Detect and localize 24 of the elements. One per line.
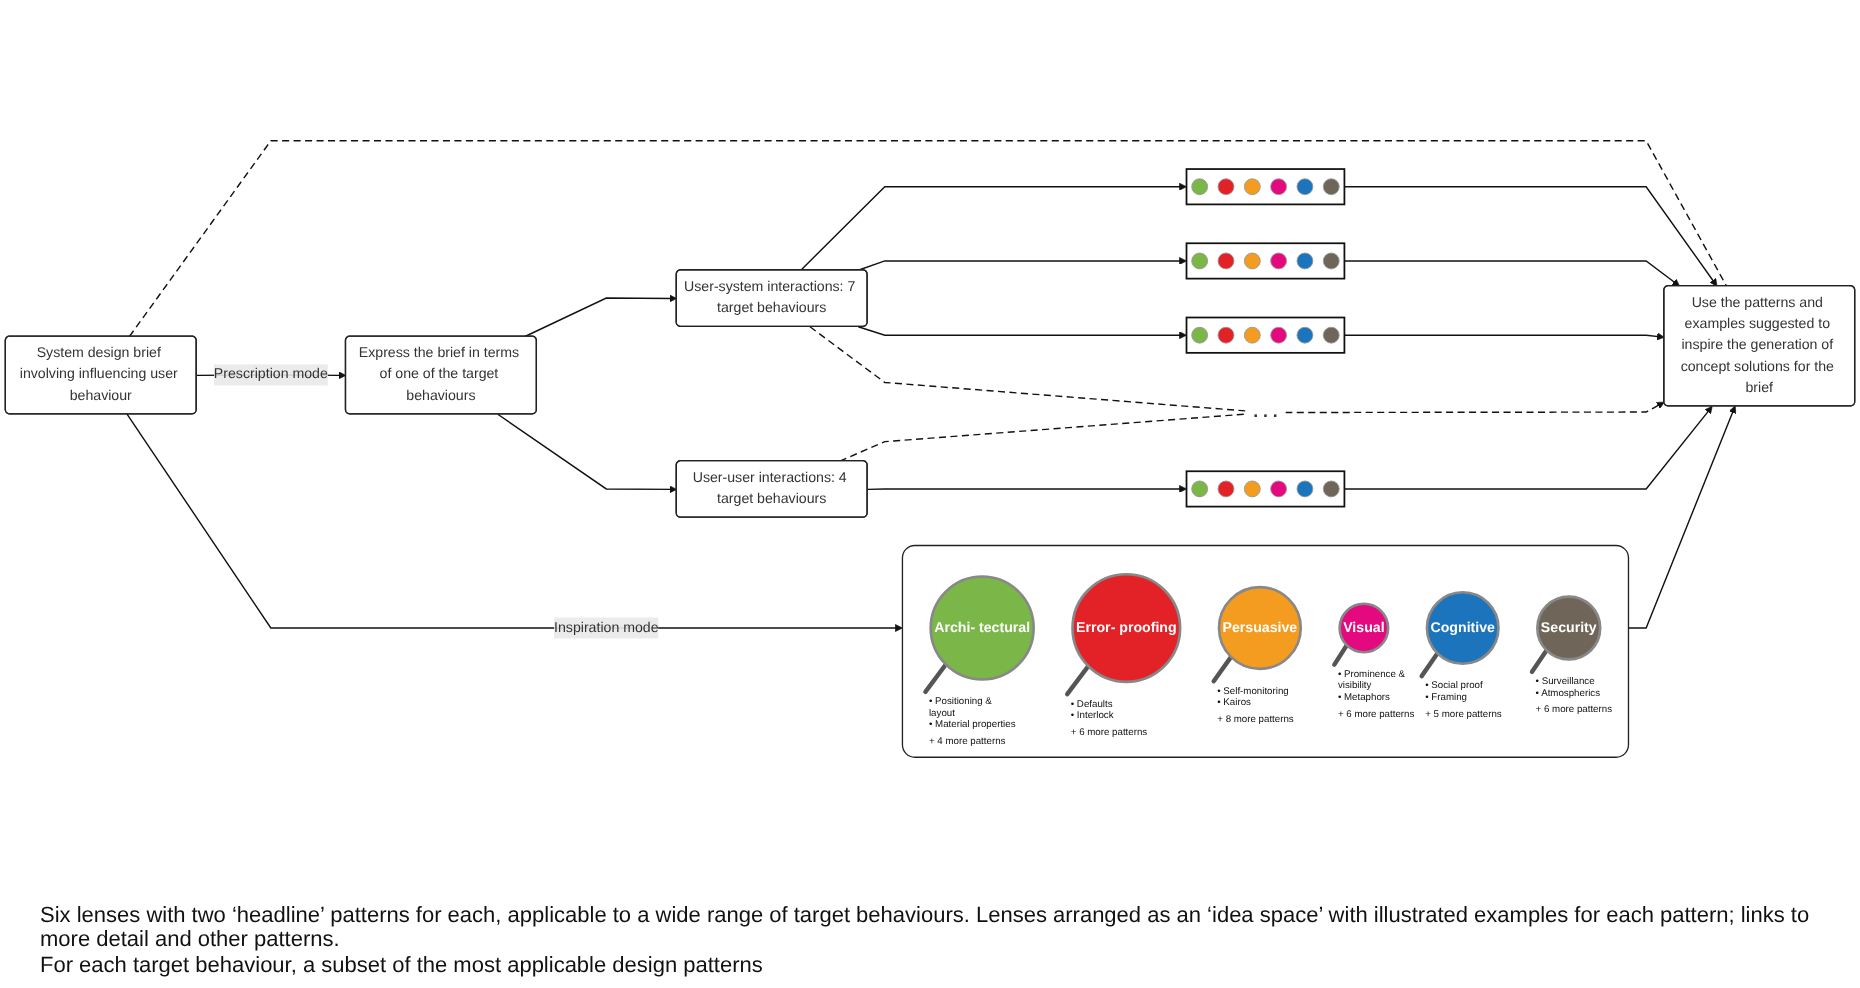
arrow <box>857 326 1187 340</box>
arrow <box>1343 332 1665 341</box>
node-box <box>1185 316 1346 354</box>
cluster <box>901 544 1630 758</box>
node-box <box>1185 242 1346 280</box>
node-box <box>1185 470 1346 508</box>
arrow <box>1627 405 1737 629</box>
note-text: For each target behaviour, a subset of the most applicable design patterns <box>40 954 765 978</box>
arrow <box>1343 405 1713 490</box>
arrow <box>524 294 677 338</box>
note-text: Six lenses with two ‘headline’ patterns for each, applicable to a wide range of target behaviours. Lenses arranged as an ‘idea space’ with illustrated examples for each pattern; links to more detail and other patterns. <box>40 904 1812 952</box>
connector <box>809 326 1248 412</box>
arrow <box>857 257 1187 271</box>
connector <box>839 413 1248 462</box>
connector <box>128 140 1728 338</box>
arrow <box>1343 260 1680 287</box>
arrow <box>1343 186 1718 287</box>
node-box <box>1185 168 1346 206</box>
arrow <box>126 413 903 632</box>
node-text: . . . <box>1253 402 1278 422</box>
arrow <box>1284 401 1665 414</box>
arrow <box>800 182 1187 271</box>
arrow <box>497 413 677 494</box>
arrow <box>866 485 1187 493</box>
